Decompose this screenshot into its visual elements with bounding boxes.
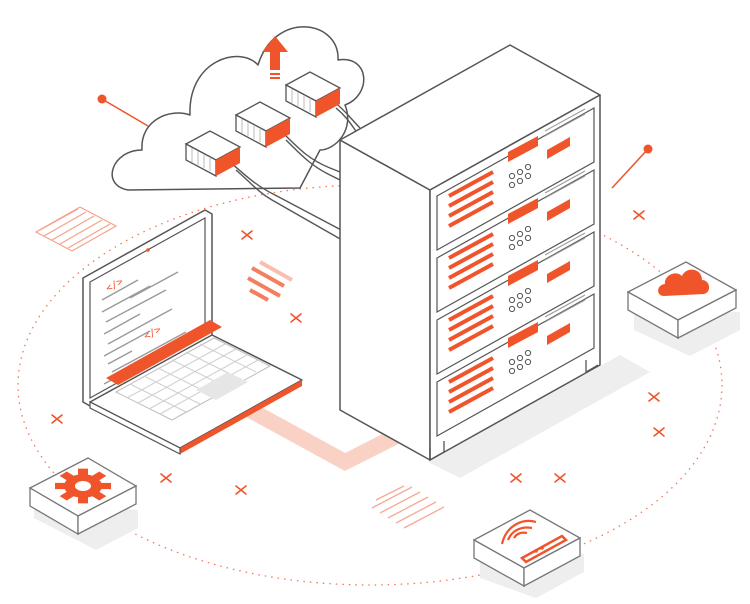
cross-marks bbox=[51, 210, 665, 495]
server-unit-1 bbox=[436, 106, 595, 252]
keyboard-keys bbox=[126, 343, 259, 415]
server-unit-3 bbox=[436, 230, 595, 376]
gear-tile bbox=[28, 457, 138, 550]
gear-icon bbox=[55, 468, 111, 504]
server-rack-icon bbox=[339, 44, 650, 478]
pin-right bbox=[611, 144, 653, 189]
orbit-ellipse bbox=[17, 184, 723, 586]
pin-left bbox=[97, 94, 149, 127]
server-unit-2 bbox=[436, 168, 595, 314]
server-unit-4 bbox=[436, 292, 595, 438]
router-tile bbox=[472, 509, 584, 598]
plug-3 bbox=[284, 71, 342, 119]
dash-stack-mid bbox=[247, 260, 293, 302]
hatch-patch-bottom bbox=[371, 485, 445, 529]
upload-arrow-icon bbox=[262, 36, 288, 79]
hatch-patch-top-left bbox=[34, 206, 118, 252]
plug-1 bbox=[184, 130, 242, 178]
laptop-icon: </> </> bbox=[82, 209, 303, 455]
router-wifi-icon bbox=[500, 519, 569, 564]
cloud-icon bbox=[658, 269, 710, 296]
cloud-tile bbox=[626, 261, 740, 356]
code-lines bbox=[101, 271, 187, 385]
plug-2 bbox=[234, 101, 292, 149]
